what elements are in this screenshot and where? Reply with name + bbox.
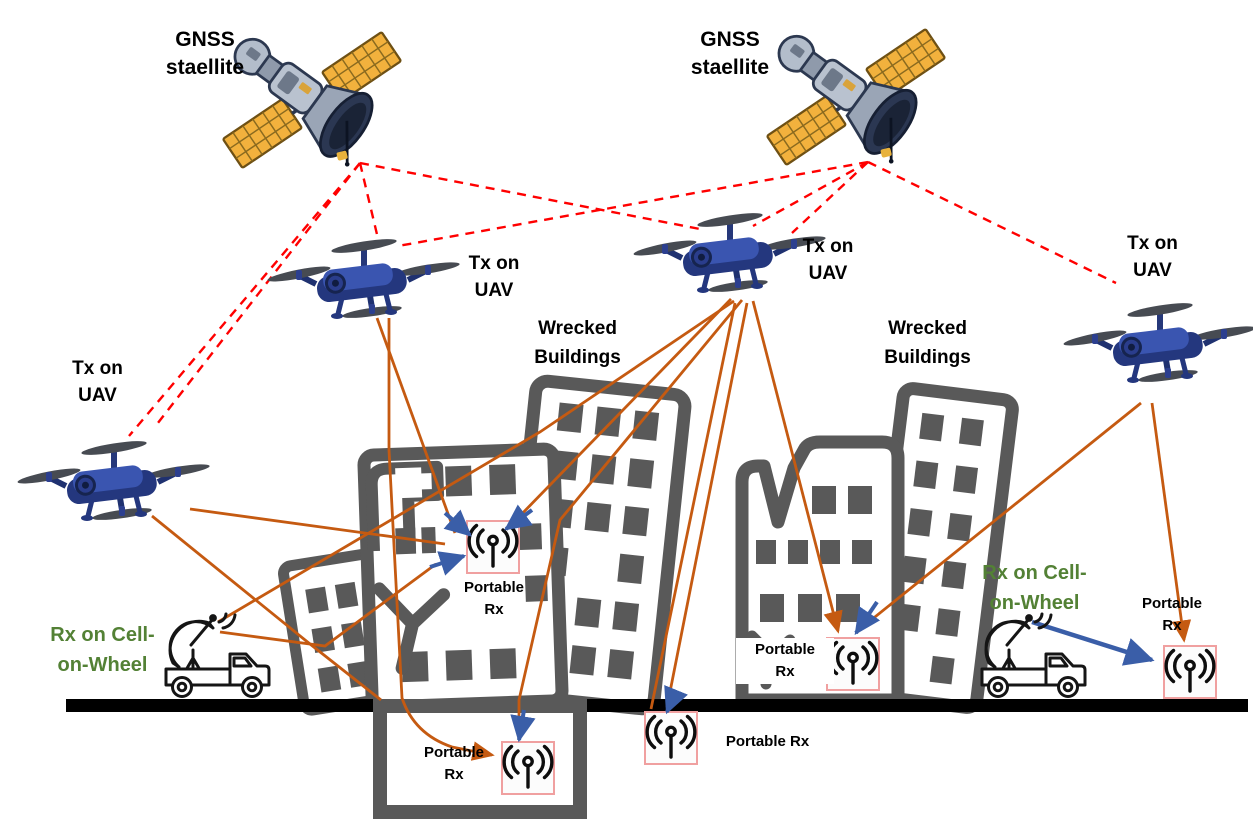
portable-rx-antenna-icon	[825, 636, 881, 692]
label-line: Portable	[463, 579, 524, 596]
label-line: GNSS	[175, 28, 235, 51]
label-line: staellite	[690, 56, 770, 79]
uav-label-lower-left: Tx on UAV	[45, 355, 150, 409]
rx-arrow-lines	[429, 504, 1155, 743]
label-line: Tx on	[802, 236, 854, 257]
label-line: Rx	[1162, 617, 1182, 634]
uav-drone-icon	[17, 438, 211, 522]
label-line: Rx on Cell-	[982, 562, 1087, 584]
label-line: UAV	[1133, 260, 1172, 281]
label-line: Portable	[754, 641, 815, 658]
ground-line	[66, 699, 1248, 712]
label-line: UAV	[474, 280, 514, 301]
tx-link-lines	[151, 298, 1192, 761]
label-line: Rx on Cell-	[50, 624, 155, 646]
portable-rx-antenna-icon	[500, 740, 556, 796]
gnss-satellite-label-left: GNSS staellite	[130, 26, 280, 82]
uav-drone-icon	[1063, 300, 1253, 384]
label-line: Portable	[423, 744, 484, 761]
portable-rx-label-left-building: Portable Rx	[444, 577, 544, 621]
portable-rx-label-basement: Portable Rx	[408, 742, 500, 786]
uav-label-right: Tx on UAV	[1100, 230, 1205, 284]
uav-drone-icon	[267, 236, 461, 320]
label-line: Buildings	[884, 347, 971, 368]
cell-on-wheel-truck-icon	[980, 612, 1087, 698]
wrecked-buildings-right-cluster	[735, 382, 1019, 714]
building-windows	[395, 464, 548, 683]
portable-rx-label-right-building: Portable Rx	[736, 638, 834, 684]
label-line: Rx	[484, 601, 504, 618]
building-windows	[756, 486, 872, 622]
label-line: Tx on	[468, 253, 520, 274]
cell-on-wheel-label-right: Rx on Cell- on-Wheel	[957, 558, 1112, 618]
label-line: on-Wheel	[989, 592, 1080, 614]
label-line: on-Wheel	[57, 654, 148, 676]
label-line: GNSS	[700, 28, 760, 51]
portable-rx-label-street: Portable Rx	[710, 731, 825, 753]
label-line: Wrecked	[538, 318, 617, 339]
portable-rx-label-far-right: Portable Rx	[1122, 593, 1222, 637]
label-line: Portable	[1141, 595, 1202, 612]
building-windows	[895, 412, 984, 685]
label-line: UAV	[78, 385, 117, 406]
label-line: Rx	[444, 766, 464, 783]
label-line: Wrecked	[888, 318, 967, 339]
gnss-link-lines	[128, 160, 1117, 437]
gnss-satellite-label-right: GNSS staellite	[655, 26, 805, 82]
uav-label-upper-left: Tx on UAV	[444, 250, 544, 304]
label-line: Portable Rx	[725, 733, 810, 750]
label-line: Rx	[775, 663, 795, 680]
label-line: Tx on	[72, 358, 123, 379]
label-line: Buildings	[534, 347, 621, 368]
cell-on-wheel-label-left: Rx on Cell- on-Wheel	[25, 620, 180, 680]
broken-wall-crack	[365, 460, 445, 552]
label-line: staellite	[165, 56, 245, 79]
label-line: Tx on	[1127, 233, 1178, 254]
label-line: UAV	[808, 263, 848, 284]
wrecked-buildings-label-left: Wrecked Buildings	[505, 314, 650, 372]
y-crack	[372, 582, 451, 675]
cell-on-wheel-truck-icon	[164, 612, 271, 698]
portable-rx-antenna-icon	[643, 710, 699, 766]
uav-label-middle: Tx on UAV	[778, 233, 878, 287]
wrecked-buildings-label-right: Wrecked Buildings	[855, 314, 1000, 372]
portable-rx-antenna-icon	[1162, 644, 1218, 700]
portable-rx-antenna-icon	[465, 519, 521, 575]
